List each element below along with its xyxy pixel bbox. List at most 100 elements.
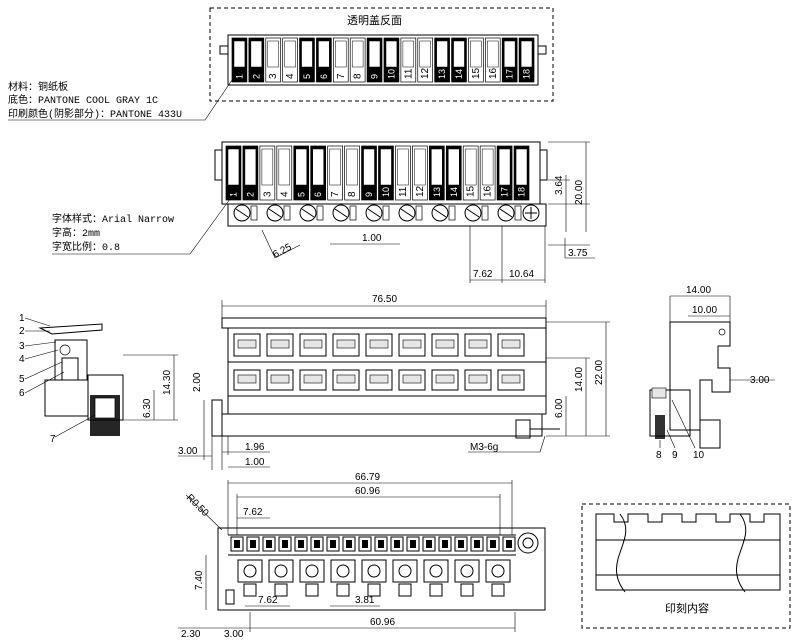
terminal-screw-slot: [499, 208, 513, 218]
terminal-cell-window: [295, 148, 307, 186]
bottom-module: [423, 559, 449, 583]
terminal-cell-window: [329, 148, 341, 186]
top-module-upper: [299, 333, 327, 357]
screw-leader: [539, 435, 546, 453]
top-module-slot: [468, 339, 488, 349]
bottom-module-screw: [398, 564, 412, 578]
top-view: 76.50 22.00 14.00 6.00 2.00 3.00 1.96 1.…: [178, 294, 610, 470]
terminal-screw: [398, 204, 416, 222]
terminal-number: 7: [330, 191, 341, 197]
terminal-cell-window: [448, 148, 460, 186]
terminal-screw-gap: [514, 205, 522, 221]
terminal-cell-window: [464, 148, 477, 186]
terminal-number: 3: [268, 73, 279, 79]
side-cover: [38, 323, 103, 335]
bottom-cell-mark: [314, 540, 320, 548]
top-module-slot: [303, 339, 323, 349]
terminal-screw-gap: [481, 205, 489, 221]
screw-head: [515, 419, 531, 439]
terminal-number: 16: [483, 185, 494, 197]
terminal-number: 10: [386, 69, 396, 79]
terminal-number: 10: [381, 187, 391, 197]
terminal-screw: [332, 204, 350, 222]
dim-bottom-left-b: 3.00: [224, 629, 244, 640]
terminal-cell-window: [227, 148, 240, 186]
bottom-module-screw: [336, 564, 350, 578]
top-rail: [221, 317, 547, 329]
bottom-module-foot: [460, 583, 474, 597]
dim-mid-left-b: 3.00: [178, 446, 198, 457]
note-base-color: 底色：PANTONE COOL GRAY 1C: [8, 93, 158, 107]
dim-mid-left-c: 1.96: [245, 442, 265, 453]
dim-bottom-pitch-c: 3.81: [355, 595, 375, 606]
bottom-module: [299, 559, 325, 583]
top-module-upper: [266, 333, 294, 357]
terminal-number: 5: [302, 74, 312, 79]
terminal-cell-window: [380, 148, 392, 186]
part-number-10: 10: [693, 450, 705, 461]
terminal-screw-gap: [316, 205, 324, 221]
dim-front-offset: 3.75: [568, 248, 588, 259]
top-module-lower: [497, 369, 525, 391]
bottom-screw-outer: [517, 532, 539, 554]
bottom-module-foot: [398, 583, 412, 597]
top-module-slot: [369, 374, 389, 384]
top-module-slot: [237, 339, 257, 349]
terminal-cell-window: [312, 148, 324, 186]
terminal-number: 3: [262, 191, 273, 197]
terminal-number: 13: [432, 187, 442, 197]
bottom-module-screw: [367, 564, 381, 578]
bottom-module-foot: [336, 583, 350, 597]
terminal-screw-slot: [367, 208, 381, 218]
bottom-screw-inner: [522, 537, 534, 549]
terminal-number: 1: [234, 74, 244, 79]
top-module-upper: [431, 333, 459, 357]
bottom-module-foot: [429, 583, 443, 597]
dim-line: [274, 244, 301, 259]
bottom-module-foot: [274, 583, 288, 597]
dim-side-height-b: 6.30: [142, 398, 153, 418]
bottom-cell: [390, 536, 404, 552]
end-lower-body: [649, 389, 691, 437]
bottom-cell-mark: [458, 540, 464, 548]
ground-screw: [522, 204, 540, 222]
terminal-number: 7: [336, 73, 347, 79]
top-module-slot: [270, 374, 290, 384]
terminal-cell-window: [487, 40, 499, 68]
top-module-slot: [303, 374, 323, 384]
bottom-module-screw: [243, 564, 257, 578]
cover-right-tab: [537, 45, 547, 55]
dim-front-height-small: 3.64: [554, 175, 565, 195]
terminal-cell-window: [278, 148, 291, 186]
part-number-1: 1: [19, 313, 25, 324]
terminal-cell-window: [363, 148, 375, 186]
terminal-screw-slot: [301, 208, 315, 218]
cover-dashed-frame: [209, 7, 554, 102]
terminal-cell-window: [250, 40, 263, 68]
terminal-screw: [233, 204, 251, 222]
terminal-number: 14: [454, 69, 464, 79]
dim-bottom-pitch-a: 7.62: [243, 507, 263, 518]
part-number-7: 7: [50, 434, 56, 445]
dim-bottom-left-a: 2.30: [181, 629, 201, 640]
dim-total-length: 76.50: [372, 294, 397, 305]
bottom-outline: [217, 527, 546, 611]
bottom-module: [392, 559, 418, 583]
top-module-lower: [266, 369, 294, 391]
bottom-cell: [438, 536, 452, 552]
terminal-number: 15: [466, 185, 477, 197]
font-note-leader: [52, 187, 239, 255]
bottom-cell-mark: [426, 540, 432, 548]
end-hole: [718, 328, 726, 336]
terminal-cell-window: [284, 40, 296, 68]
note-font-ratio: 字宽比例：0.8: [52, 240, 120, 254]
font-notes: 字体样式：Arial Narrow 字高：2mm 字宽比例：0.8: [52, 187, 239, 255]
terminal-number: 9: [370, 74, 380, 79]
top-module-slot: [336, 374, 356, 384]
bottom-module: [268, 559, 294, 583]
terminal-number: 9: [364, 192, 374, 197]
dim-bottom-pitch-b: 7.62: [258, 595, 278, 606]
terminal-cell-window: [414, 148, 426, 186]
